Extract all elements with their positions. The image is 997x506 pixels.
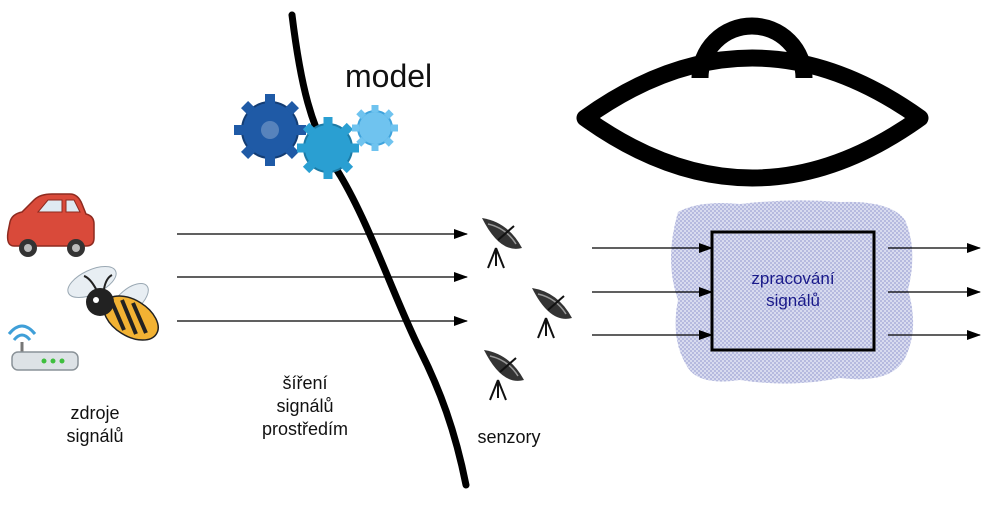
- gears-icon: [234, 94, 398, 179]
- processing-label-line2: signálů: [766, 291, 820, 310]
- sources-label-line1: zdroje: [70, 403, 120, 423]
- model-label: model: [345, 58, 433, 94]
- satellite-dish-icon: [532, 288, 572, 339]
- bee-icon: [67, 266, 159, 341]
- processing-label-line1: zpracování: [751, 269, 835, 288]
- router-icon: [7, 324, 79, 371]
- sources-label: zdroje signálů: [50, 402, 140, 448]
- sensors-label-text: senzory: [477, 427, 541, 447]
- processing-box: [710, 230, 876, 352]
- propagation-label: šíření signálů prostředím: [245, 372, 365, 441]
- satellite-dish-icon: [484, 350, 524, 401]
- car-icon: [6, 193, 95, 257]
- processing-label: zpracování signálů: [712, 268, 874, 312]
- environment-boundary: [288, 11, 470, 489]
- propagation-label-line2: signálů: [276, 396, 334, 416]
- eye-icon: [576, 17, 929, 187]
- propagation-label-line1: šíření: [282, 373, 328, 393]
- processing-cloud: [671, 200, 914, 384]
- sensors-label: senzory: [464, 426, 554, 449]
- satellite-dish-icon: [482, 218, 522, 269]
- propagation-label-line3: prostředím: [261, 419, 349, 439]
- sources-label-line2: signálů: [66, 426, 124, 446]
